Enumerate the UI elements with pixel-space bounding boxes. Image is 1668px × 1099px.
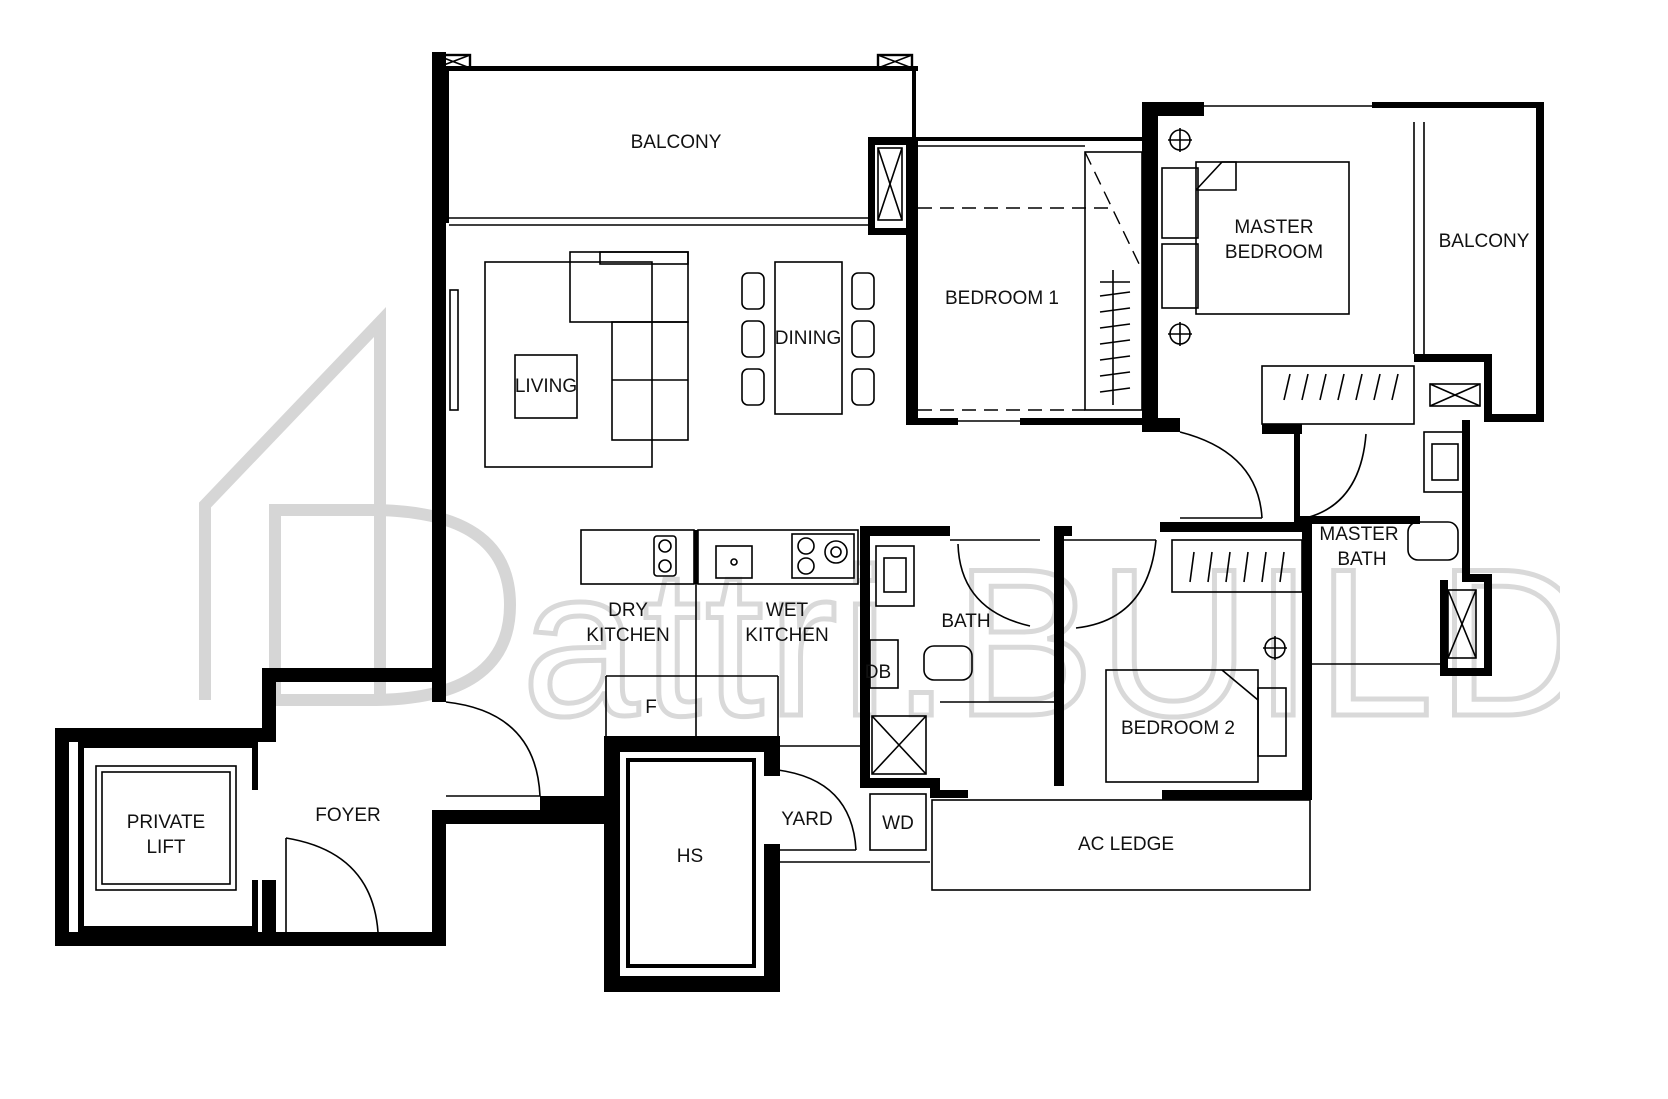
label-wet-kitchen-2: KITCHEN — [745, 625, 828, 646]
label-yard: YARD — [781, 809, 832, 830]
label-balcony-top: BALCONY — [631, 132, 722, 153]
watermark-text: attri.BUILD — [522, 525, 1560, 760]
label-bath: BATH — [941, 611, 990, 632]
label-bedroom2: BEDROOM 2 — [1121, 718, 1235, 739]
label-master-bath-2: BATH — [1337, 549, 1386, 570]
label-master-bedroom-2: BEDROOM — [1225, 242, 1323, 263]
label-ac-ledge: AC LEDGE — [1078, 834, 1174, 855]
label-master-bedroom-1: MASTER — [1234, 217, 1313, 238]
label-balcony-right: BALCONY — [1439, 231, 1530, 252]
watermark-logo: attri.BUILD — [199, 307, 1560, 763]
label-dry-kitchen-1: DRY — [608, 600, 648, 621]
label-master-bath-1: MASTER — [1319, 524, 1398, 545]
label-dining: DINING — [775, 328, 842, 349]
walls — [55, 52, 1544, 992]
label-hs: HS — [677, 846, 703, 867]
label-fridge: F — [645, 697, 657, 718]
label-private-lift-2: LIFT — [146, 837, 185, 858]
label-bedroom1: BEDROOM 1 — [945, 288, 1059, 309]
label-wd: WD — [882, 813, 914, 834]
label-dry-kitchen-2: KITCHEN — [586, 625, 669, 646]
label-foyer: FOYER — [315, 805, 380, 826]
fixtures-lines — [95, 53, 1481, 933]
label-wet-kitchen-1: WET — [766, 600, 809, 621]
floor-plan: attri.BUILD — [55, 52, 1560, 992]
label-db: DB — [865, 662, 891, 683]
label-private-lift-1: PRIVATE — [127, 812, 205, 833]
room-labels: BALCONY BALCONY BEDROOM 1 MASTER BEDROOM… — [127, 132, 1530, 867]
label-living: LIVING — [515, 376, 577, 397]
